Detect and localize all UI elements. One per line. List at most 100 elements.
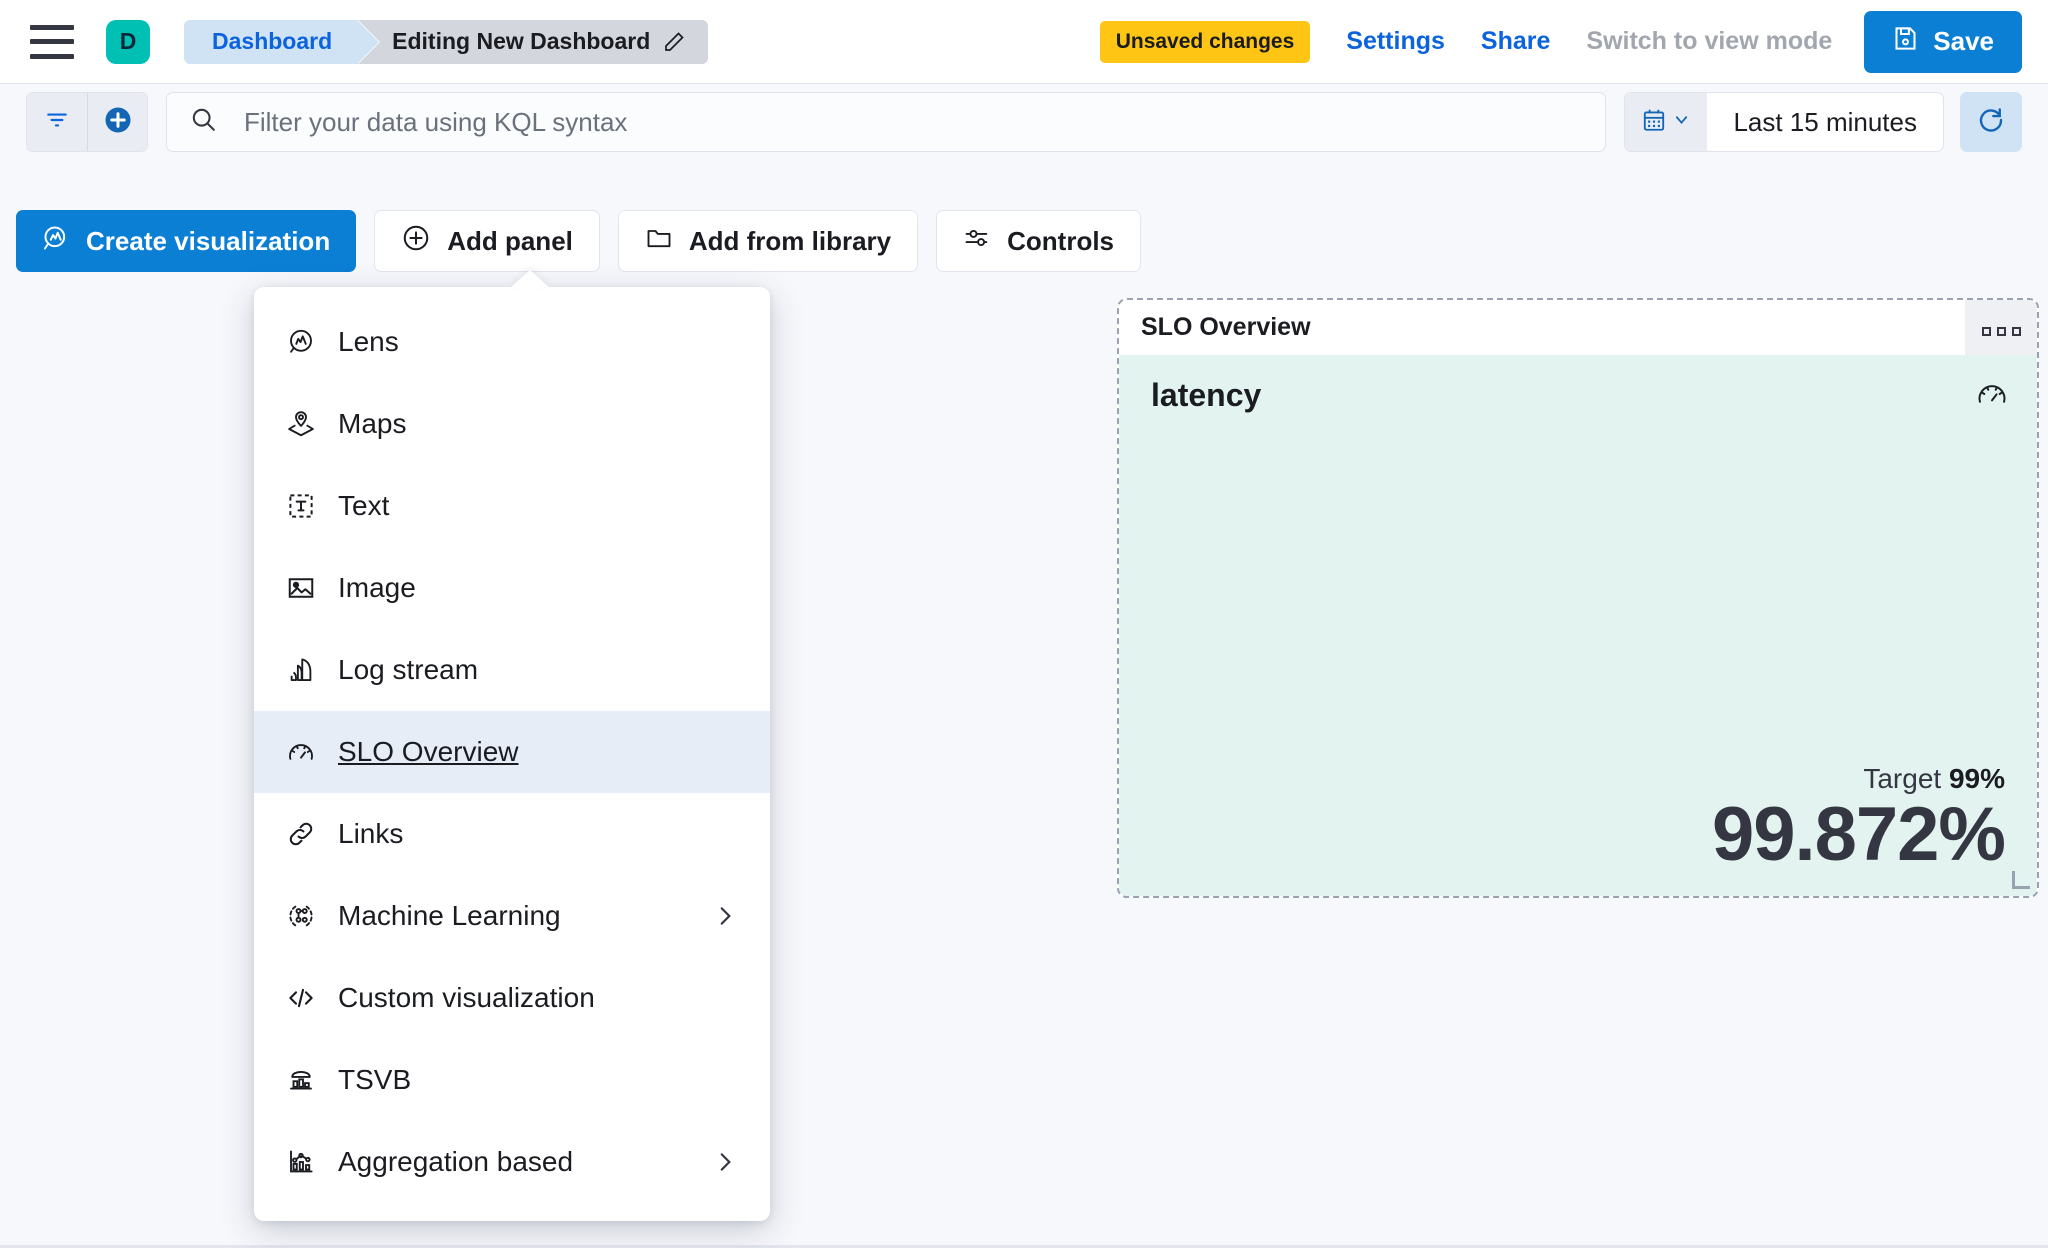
- menu-item-log-stream[interactable]: Log stream: [254, 629, 770, 711]
- slo-sli-value: 99.872%: [1711, 791, 2006, 877]
- menu-item-label: SLO Overview: [338, 736, 519, 767]
- filter-options-button[interactable]: [27, 93, 87, 151]
- more-options-icon: [1981, 326, 1991, 336]
- bottom-divider: [0, 1245, 2048, 1248]
- save-disk-icon: [1892, 25, 1919, 59]
- machine-learning-icon: [286, 901, 316, 931]
- more-options-icon: [2011, 326, 2021, 336]
- menu-item-label: Log stream: [338, 654, 479, 685]
- plus-circle-icon: [401, 223, 431, 260]
- share-link[interactable]: Share: [1480, 27, 1551, 55]
- panel-title: SLO Overview: [1141, 313, 1311, 341]
- link-icon: [286, 819, 316, 849]
- menu-item-label: Aggregation based: [338, 1146, 574, 1177]
- slo-gauge-icon: [1975, 377, 2009, 416]
- hamburger-bar: [30, 53, 74, 59]
- menu-item-maps[interactable]: Maps: [254, 383, 770, 465]
- controls-button[interactable]: Controls: [936, 210, 1142, 272]
- space-avatar[interactable]: D: [106, 19, 150, 64]
- menu-item-label: Image: [338, 572, 416, 603]
- hamburger-bar: [30, 39, 74, 44]
- chevron-right-icon: [712, 1149, 738, 1175]
- plus-circle-icon: [103, 105, 133, 140]
- lens-icon: [286, 327, 316, 357]
- query-bar: Filter your data using KQL syntax: [0, 84, 2048, 160]
- menu-item-text[interactable]: Text: [254, 465, 770, 547]
- add-from-library-button[interactable]: Add from library: [617, 210, 919, 272]
- menu-item-links[interactable]: Links: [254, 793, 770, 875]
- time-range-value[interactable]: Last 15 minutes: [1733, 106, 1917, 137]
- more-options-icon: [1996, 326, 2006, 336]
- code-icon: [286, 983, 316, 1013]
- controls-label: Controls: [1007, 225, 1115, 256]
- breadcrumb-dashboard-label: Dashboard: [212, 28, 333, 54]
- date-quick-select-button[interactable]: [1625, 93, 1708, 151]
- breadcrumb-current-label: Editing New Dashboard: [392, 28, 651, 54]
- kql-search-input[interactable]: Filter your data using KQL syntax: [166, 92, 1607, 152]
- chevron-down-icon: [1672, 110, 1691, 134]
- text-icon: [286, 491, 316, 521]
- slo-name: latency: [1151, 377, 1262, 413]
- add-filter-button[interactable]: [87, 93, 147, 151]
- calendar-icon: [1641, 107, 1667, 138]
- chevron-right-icon: [712, 903, 738, 929]
- menu-item-machine-learning[interactable]: Machine Learning: [254, 875, 770, 957]
- switch-to-view-mode-link[interactable]: Switch to view mode: [1586, 27, 1833, 55]
- breadcrumb: Dashboard Editing New Dashboard: [184, 19, 709, 64]
- menu-item-label: Custom visualization: [338, 982, 595, 1013]
- save-button[interactable]: Save: [1864, 10, 2022, 73]
- popover-arrow: [510, 270, 550, 288]
- menu-item-image[interactable]: Image: [254, 547, 770, 629]
- slo-overview-panel[interactable]: SLO Overview latency Target 99% 99.87: [1117, 298, 2039, 898]
- hamburger-bar: [30, 24, 74, 30]
- dashboard-toolbar: Create visualization Add panel Add from …: [0, 198, 2048, 284]
- breadcrumb-current[interactable]: Editing New Dashboard: [358, 19, 709, 64]
- menu-item-label: TSVB: [338, 1064, 412, 1095]
- add-panel-button[interactable]: Add panel: [374, 210, 600, 272]
- menu-item-label: Links: [338, 818, 404, 849]
- menu-item-lens[interactable]: Lens: [254, 301, 770, 383]
- add-panel-menu: Lens Maps Text Image: [254, 270, 770, 1221]
- save-button-label: Save: [1933, 26, 1994, 56]
- pencil-icon[interactable]: [662, 30, 686, 54]
- menu-item-label: Lens: [338, 326, 399, 357]
- add-panel-label: Add panel: [447, 225, 573, 256]
- sliders-icon: [963, 224, 991, 259]
- slo-target-label: Target: [1863, 762, 1942, 794]
- menu-item-label: Text: [338, 490, 390, 521]
- menu-item-label: Maps: [338, 408, 407, 439]
- menu-item-slo-overview[interactable]: SLO Overview: [254, 711, 770, 793]
- menu-item-tsvb[interactable]: TSVB: [254, 1039, 770, 1121]
- tsvb-icon: [286, 1065, 316, 1095]
- hamburger-menu-icon[interactable]: [30, 24, 74, 59]
- breadcrumb-dashboard[interactable]: Dashboard: [184, 19, 380, 64]
- create-visualization-button[interactable]: Create visualization: [16, 210, 357, 272]
- filter-icon: [44, 107, 70, 138]
- panel-resize-handle[interactable]: [2012, 871, 2030, 889]
- panel-context-menu-button[interactable]: [1965, 300, 2037, 362]
- slo-panel-body: latency Target 99% 99.872%: [1119, 355, 2037, 896]
- slo-target: Target 99%: [1712, 763, 2005, 795]
- aggregation-icon: [286, 1147, 316, 1177]
- filter-controls: [26, 92, 148, 152]
- app-header: D Dashboard Editing New Dashboard Unsave…: [0, 0, 2048, 84]
- refresh-icon: [1976, 105, 2006, 140]
- refresh-button[interactable]: [1960, 92, 2022, 152]
- slo-stats: Target 99% 99.872%: [1711, 763, 2006, 877]
- slo-target-value: 99%: [1948, 762, 2005, 794]
- image-icon: [286, 573, 316, 603]
- folder-icon: [645, 224, 673, 259]
- settings-link[interactable]: Settings: [1346, 27, 1445, 55]
- space-initial: D: [119, 28, 137, 54]
- unsaved-changes-badge[interactable]: Unsaved changes: [1099, 20, 1311, 63]
- kql-placeholder-text: Filter your data using KQL syntax: [244, 106, 628, 137]
- slo-gauge-icon: [286, 737, 316, 767]
- create-visualization-label: Create visualization: [86, 225, 331, 256]
- menu-item-label: Machine Learning: [338, 900, 561, 931]
- header-actions: Unsaved changes Settings Share Switch to…: [1099, 10, 2048, 73]
- menu-item-custom-visualization[interactable]: Custom visualization: [254, 957, 770, 1039]
- search-icon: [189, 105, 218, 139]
- menu-item-aggregation-based[interactable]: Aggregation based: [254, 1121, 770, 1203]
- lens-icon: [42, 224, 70, 259]
- maps-icon: [286, 409, 316, 439]
